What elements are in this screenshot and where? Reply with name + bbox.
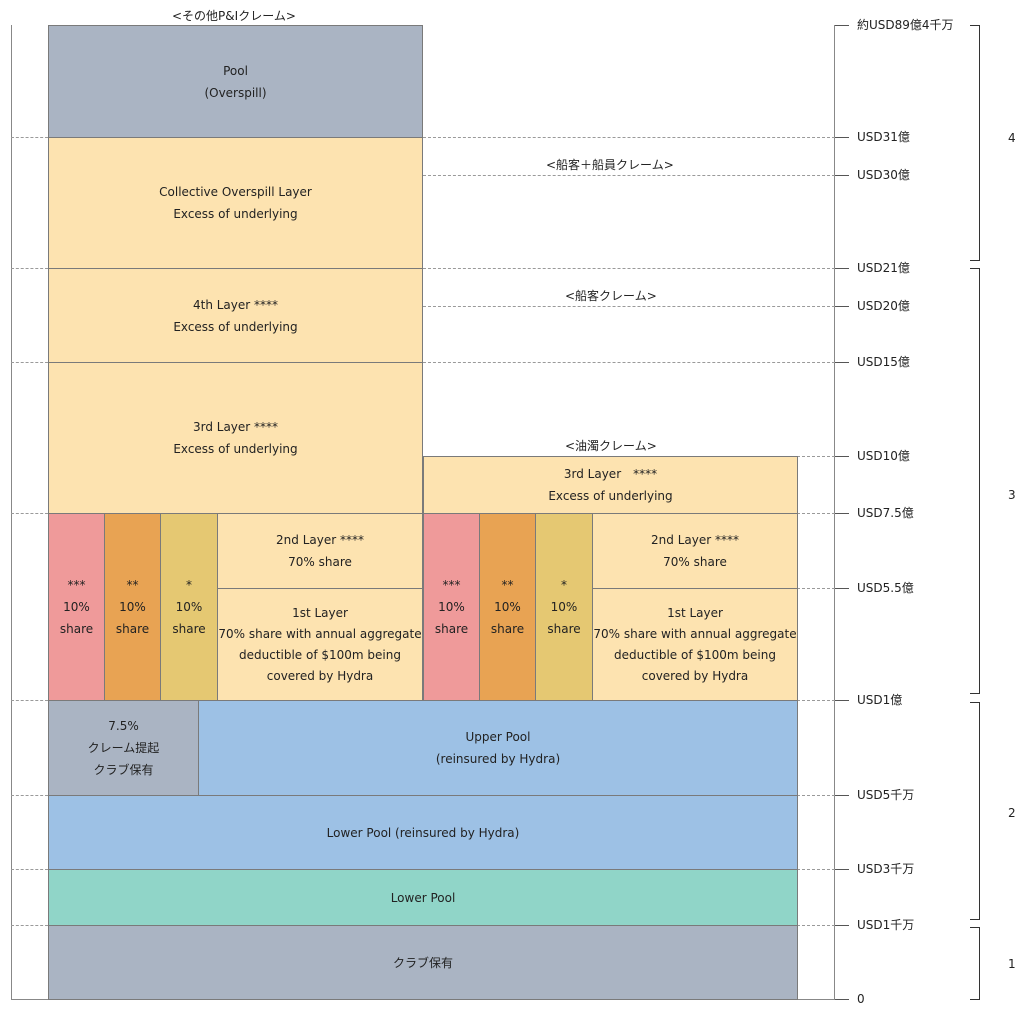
scale-tick bbox=[835, 268, 849, 269]
scale-label: USD10億 bbox=[857, 449, 910, 463]
guide-line bbox=[423, 362, 835, 363]
second-layer-left-block: 2nd Layer **** 70% share bbox=[217, 513, 423, 589]
guide-line bbox=[423, 137, 835, 138]
scale-label: USD7.5億 bbox=[857, 506, 914, 520]
scale-tick bbox=[835, 137, 849, 138]
guide-line bbox=[797, 795, 835, 796]
club-retention-block: クラブ保有 bbox=[48, 925, 798, 1000]
scale-label: 約USD89億4千万 bbox=[857, 18, 954, 32]
second-layer-right-block: 2nd Layer **** 70% share bbox=[592, 513, 798, 589]
fourth-layer-block: 4th Layer **** Excess of underlying bbox=[48, 268, 423, 363]
guide-line bbox=[11, 513, 48, 514]
collective-overspill-block: Collective Overspill Layer Excess of und… bbox=[48, 137, 423, 269]
scale-tick bbox=[835, 925, 849, 926]
scale-tick bbox=[835, 306, 849, 307]
pool-overspill-block: Pool (Overspill) bbox=[48, 25, 423, 138]
third-layer-left-block: 3rd Layer **** Excess of underlying bbox=[48, 362, 423, 514]
club-retention-75-block: 7.5% クレーム提起 クラブ保有 bbox=[48, 700, 199, 796]
scale-label: USD1億 bbox=[857, 693, 903, 707]
first-layer-left-block: 1st Layer 70% share with annual aggregat… bbox=[217, 588, 423, 701]
scale-tick bbox=[835, 999, 849, 1000]
first-layer-right-block: 1st Layer 70% share with annual aggregat… bbox=[592, 588, 798, 701]
guide-line bbox=[11, 137, 48, 138]
upper-pool-block: Upper Pool (reinsured by Hydra) bbox=[198, 700, 798, 796]
group-number: 4 bbox=[1008, 131, 1016, 145]
share-triple-left-block: *** 10% share bbox=[48, 513, 105, 701]
group-brace-1 bbox=[970, 927, 980, 1000]
guide-line bbox=[11, 268, 48, 269]
guide-line bbox=[11, 362, 48, 363]
guide-line bbox=[11, 700, 48, 701]
guide-line bbox=[423, 175, 835, 176]
scale-label: USD21億 bbox=[857, 261, 910, 275]
scale-tick bbox=[835, 795, 849, 796]
scale-label: USD30億 bbox=[857, 168, 910, 182]
guide-line bbox=[797, 513, 835, 514]
group-brace-4 bbox=[970, 25, 980, 261]
guide-line bbox=[423, 268, 835, 269]
guide-line bbox=[797, 588, 835, 589]
share-double-right-block: ** 10% share bbox=[479, 513, 536, 701]
share-single-right-block: * 10% share bbox=[535, 513, 593, 701]
group-number: 3 bbox=[1008, 488, 1016, 502]
group-number: 1 bbox=[1008, 957, 1016, 971]
guide-line bbox=[797, 456, 835, 457]
scale-label: USD1千万 bbox=[857, 918, 915, 932]
scale-label: USD20億 bbox=[857, 299, 910, 313]
share-triple-right-block: *** 10% share bbox=[423, 513, 480, 701]
scale-tick bbox=[835, 513, 849, 514]
caption-other-claims: <その他P&Iクレーム> bbox=[172, 9, 296, 23]
scale-label: USD5千万 bbox=[857, 788, 915, 802]
guide-line bbox=[11, 925, 48, 926]
guide-line bbox=[797, 869, 835, 870]
caption-passenger-crew: <船客＋船員クレーム> bbox=[546, 158, 674, 172]
share-double-left-block: ** 10% share bbox=[104, 513, 161, 701]
group-brace-2 bbox=[970, 702, 980, 920]
share-single-left-block: * 10% share bbox=[160, 513, 218, 701]
scale-tick bbox=[835, 362, 849, 363]
lower-pool-block: Lower Pool bbox=[48, 869, 798, 926]
scale-label: 0 bbox=[857, 992, 865, 1006]
caption-passenger: <船客クレーム> bbox=[565, 289, 657, 303]
scale-tick bbox=[835, 588, 849, 589]
scale-label: USD5.5億 bbox=[857, 581, 914, 595]
scale-tick bbox=[835, 456, 849, 457]
guide-line bbox=[11, 869, 48, 870]
scale-tick bbox=[835, 700, 849, 701]
guide-line bbox=[11, 795, 48, 796]
guide-line bbox=[797, 700, 835, 701]
scale-tick bbox=[835, 869, 849, 870]
group-brace-3 bbox=[970, 268, 980, 694]
group-number: 2 bbox=[1008, 806, 1016, 820]
scale-label: USD31億 bbox=[857, 130, 910, 144]
scale-tick bbox=[835, 175, 849, 176]
scale-label: USD3千万 bbox=[857, 862, 915, 876]
scale-label: USD15億 bbox=[857, 355, 910, 369]
guide-line bbox=[797, 925, 835, 926]
guide-line bbox=[423, 306, 835, 307]
scale-tick bbox=[835, 25, 849, 26]
lower-pool-reinsured-block: Lower Pool (reinsured by Hydra) bbox=[48, 795, 798, 870]
caption-oil: <油濁クレーム> bbox=[565, 439, 657, 453]
third-layer-right-block: 3rd Layer **** Excess of underlying bbox=[423, 456, 798, 514]
